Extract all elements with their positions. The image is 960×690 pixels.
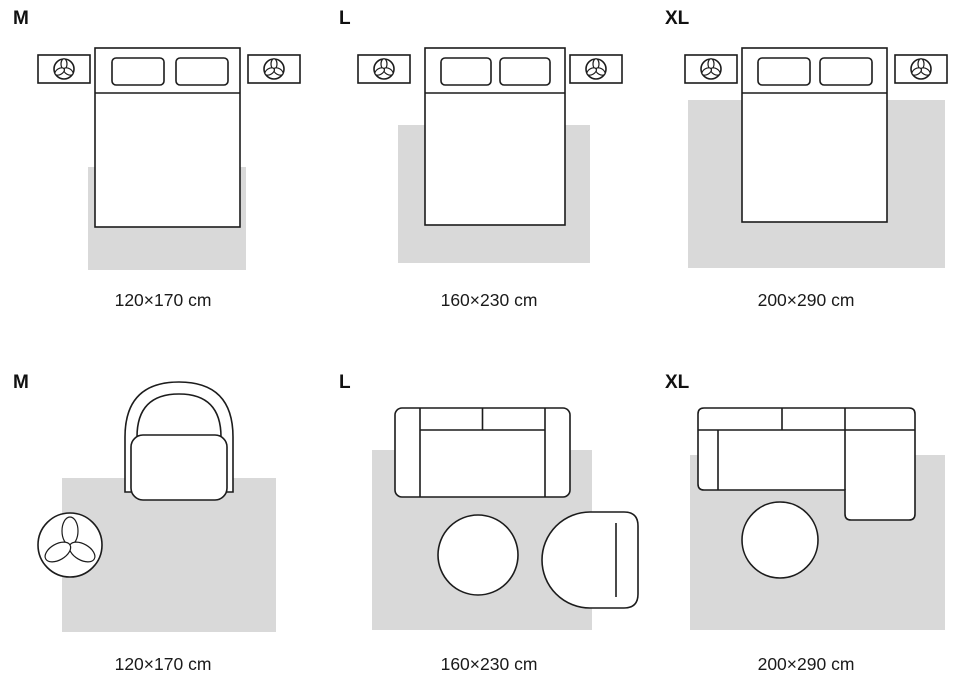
pillow bbox=[757, 57, 811, 86]
plant bbox=[37, 512, 103, 578]
panel-bedroom-m: M 120×170 cm bbox=[0, 0, 326, 345]
bedroom-m-illustration bbox=[37, 47, 301, 270]
nightstand-left bbox=[357, 54, 411, 84]
coffee-table bbox=[741, 501, 819, 579]
pillow bbox=[111, 57, 165, 86]
size-label: L bbox=[339, 372, 351, 393]
size-caption: 160×230 cm bbox=[440, 654, 538, 674]
bedroom-l-illustration bbox=[357, 47, 623, 263]
nightstand-right bbox=[247, 54, 301, 84]
living-l-illustration bbox=[372, 407, 639, 630]
size-label: XL bbox=[665, 372, 690, 393]
size-label: M bbox=[13, 8, 29, 29]
plant-icon bbox=[263, 58, 285, 80]
coffee-table bbox=[437, 514, 519, 596]
size-label: M bbox=[13, 372, 29, 393]
panel-living-m: M 120×170 cm bbox=[0, 345, 326, 690]
pillow bbox=[499, 57, 551, 86]
panel-living-xl: XL 200×290 cm bbox=[652, 345, 960, 690]
panel-living-l: L 160×230 cm bbox=[326, 345, 652, 690]
armchair bbox=[541, 511, 639, 609]
bedroom-xl-illustration bbox=[684, 47, 948, 268]
sofa bbox=[394, 407, 571, 498]
size-caption: 200×290 cm bbox=[757, 290, 855, 310]
nightstand-right bbox=[894, 54, 948, 84]
size-label: XL bbox=[665, 8, 690, 29]
size-caption: 120×170 cm bbox=[114, 654, 212, 674]
armchair-back-inner bbox=[136, 393, 222, 441]
armchair-body bbox=[541, 511, 639, 609]
panel-bedroom-xl: XL 200×290 cm bbox=[652, 0, 960, 345]
pillow bbox=[175, 57, 229, 86]
plant-icon bbox=[373, 58, 395, 80]
nightstand-right bbox=[569, 54, 623, 84]
armchair bbox=[124, 381, 234, 501]
bed bbox=[424, 47, 566, 226]
plant-icon bbox=[44, 516, 96, 563]
nightstand-left bbox=[684, 54, 738, 84]
nightstand-left bbox=[37, 54, 91, 84]
plant-icon bbox=[53, 58, 75, 80]
living-xl-illustration bbox=[690, 407, 945, 630]
pillow bbox=[819, 57, 873, 86]
plant-icon bbox=[700, 58, 722, 80]
size-label: L bbox=[339, 8, 351, 29]
bed bbox=[94, 47, 241, 228]
corner-sofa bbox=[697, 407, 916, 521]
size-caption: 200×290 cm bbox=[757, 654, 855, 674]
bed bbox=[741, 47, 888, 223]
panel-bedroom-l: L 160×230 cm bbox=[326, 0, 652, 345]
plant-icon bbox=[585, 58, 607, 80]
corner-sofa-body bbox=[697, 407, 916, 521]
plant-icon bbox=[910, 58, 932, 80]
living-m-illustration bbox=[37, 381, 276, 632]
pillow bbox=[440, 57, 492, 86]
armchair-seat bbox=[130, 434, 228, 501]
size-caption: 160×230 cm bbox=[440, 290, 538, 310]
size-caption: 120×170 cm bbox=[114, 290, 212, 310]
